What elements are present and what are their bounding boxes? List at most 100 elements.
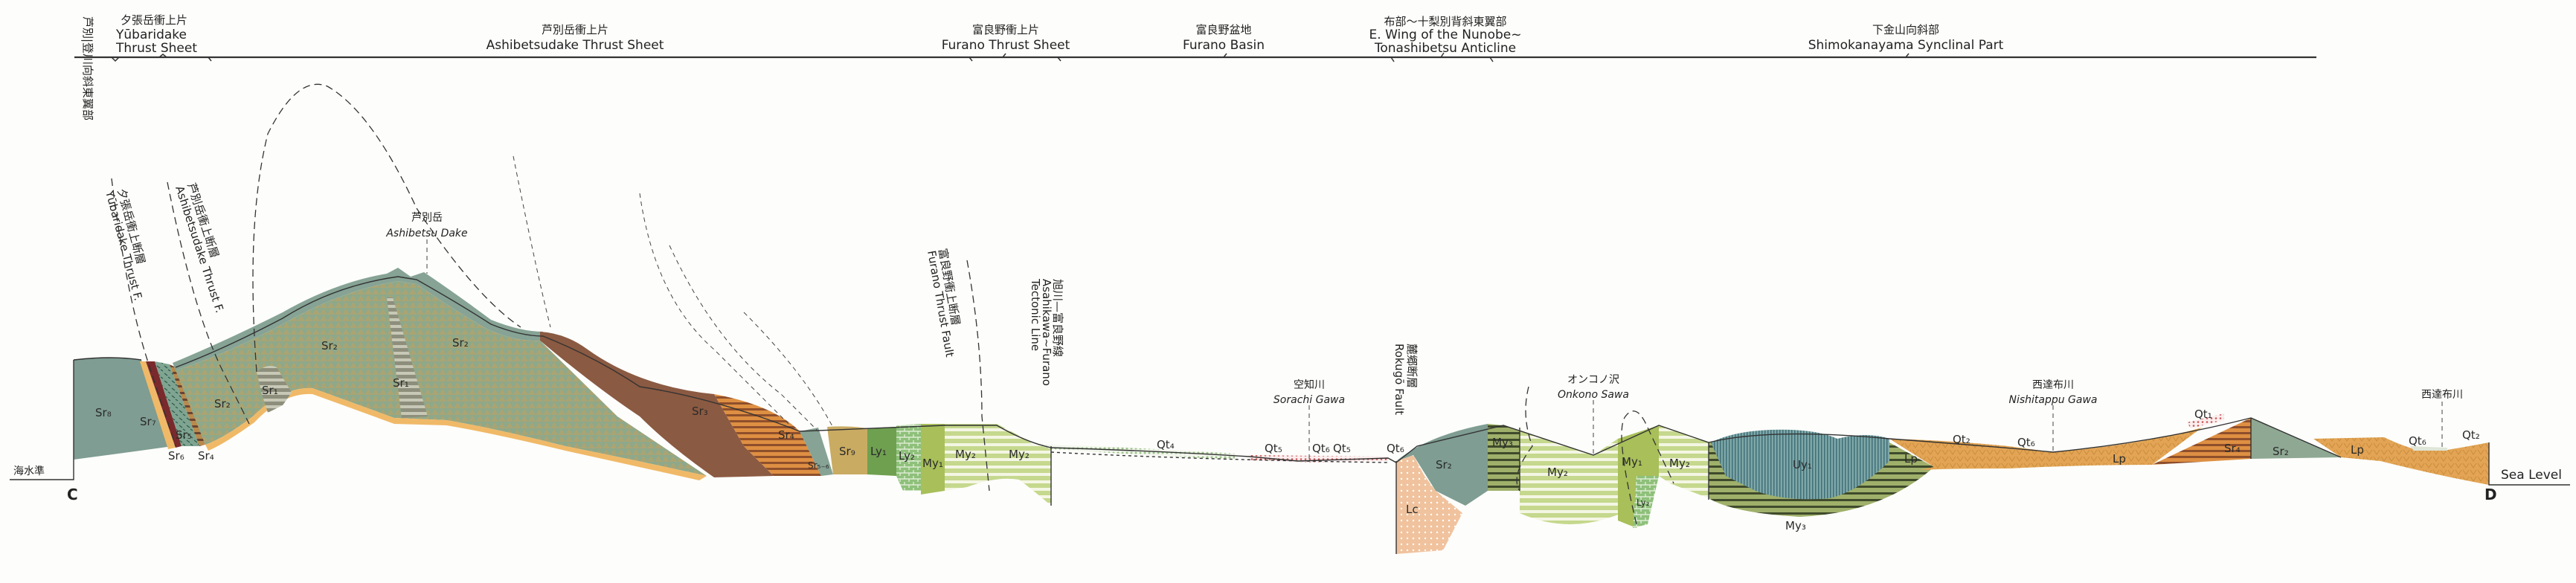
- unit-label: Lp: [2113, 452, 2126, 466]
- unit-label: Qt₄: [1157, 438, 1175, 451]
- unit-sr1-dyke: [387, 297, 428, 418]
- ashibetsu-dake-label-en: Ashibetsu Dake: [385, 228, 467, 239]
- unit-label: Qt₂: [1953, 433, 1970, 446]
- unit-label: My₁: [922, 457, 943, 470]
- unit-sr3: [540, 332, 774, 477]
- unit-label: My₂: [955, 448, 976, 461]
- unit-my3-west: [1488, 424, 1520, 491]
- unit-label: Ly₂: [1637, 497, 1650, 508]
- fold-trace-3: [669, 245, 819, 432]
- unit-label: Lp: [1904, 452, 1918, 466]
- unit-qt6-east: [2410, 446, 2447, 451]
- unit-label: Qt₅: [1265, 442, 1282, 455]
- unit-label: Qt₆: [1387, 442, 1404, 455]
- unit-label: Ly₂: [899, 449, 915, 463]
- asahikawa-furano-label-en2: Tectonic Line: [1029, 278, 1042, 351]
- unit-label: Sr₂: [452, 336, 469, 350]
- unit-sr4: [714, 394, 821, 476]
- unit-label: Uy₁: [1793, 458, 1812, 471]
- unit-label: Sr₂: [1436, 458, 1452, 471]
- sea-level-label-jp: 海水準: [13, 466, 45, 477]
- place-labels: 芦別岳 Ashibetsu Dake 空知川 Sorachi Gawa オンコノ…: [385, 212, 2463, 406]
- sorachi-gawa-label-jp: 空知川: [1294, 379, 1325, 391]
- section-start-label: C: [67, 486, 78, 503]
- unit-label: Qt₆: [1312, 442, 1330, 455]
- nishitappu-gawa-2-label-jp: 西達布川: [2421, 389, 2463, 401]
- header-furano-basin-jp: 富良野盆地: [1195, 23, 1251, 36]
- unit-my2: [945, 424, 1051, 506]
- unit-sr1-small: [257, 366, 292, 413]
- unit-ly1: [867, 427, 896, 476]
- unit-lp-east: [2313, 437, 2489, 485]
- unit-qt1: [2187, 413, 2224, 428]
- unit-label: Sr₈: [95, 406, 112, 419]
- header-furano-thrust-jp: 富良野衝上片: [972, 23, 1039, 36]
- header-yubaridake-en1: Yūbaridake: [115, 28, 187, 42]
- unit-label: Lp: [2351, 443, 2364, 457]
- unit-label: My₃: [1492, 436, 1513, 449]
- unit-sr4-thin: [170, 364, 205, 446]
- onkono-sawa-label-jp: オンコノ沢: [1567, 374, 1619, 386]
- nishitappu-gawa-label-jp: 西達布川: [2032, 379, 2074, 391]
- header-shimokanayama-en: Shimokanayama Synclinal Part: [1808, 38, 2004, 53]
- fold-trace-4: [743, 312, 834, 428]
- unit-label: Sr₁: [393, 376, 409, 390]
- sorachi-gawa-label-en: Sorachi Gawa: [1273, 394, 1345, 406]
- unit-label: Sr₄: [198, 449, 214, 463]
- unit-sr5-6: [800, 428, 833, 476]
- header-left-vertical-label: 芦別|登川向斜東翼部: [81, 16, 94, 120]
- header-divider-ticks: [111, 52, 1909, 62]
- geologic-units: [74, 268, 2489, 554]
- unit-label: Qt₆: [2017, 436, 2035, 449]
- ashibetsu-dake-label-jp: 芦別岳: [411, 212, 443, 224]
- unit-sr4-east: [2152, 418, 2251, 465]
- unit-label: Sr₂: [321, 339, 338, 352]
- header-nunobe-en1: E. Wing of the Nunobe~: [1369, 28, 1522, 42]
- header-nunobe-jp: 布部〜十梨別背斜東翼部: [1384, 15, 1506, 28]
- unit-labels: Sr₈ Sr₇ Sr₆ Sr₅ Sr₄ Sr₂ Sr₁ Sr₁ Sr₂ Sr₂ …: [95, 336, 2480, 532]
- section-end-label: D: [2485, 486, 2497, 503]
- rokugo-fault-label-en: Rokugō Fault: [1393, 344, 1406, 415]
- unit-label: Sr₂: [2273, 445, 2289, 458]
- onkono-sawa-label-en: Onkono Sawa: [1558, 389, 1629, 401]
- header-furano-thrust-en: Furano Thrust Sheet: [942, 38, 1070, 53]
- sea-level-line-left: [10, 360, 74, 480]
- header-shimokanayama-jp: 下金山向斜部: [1872, 23, 1939, 36]
- contacts-and-faults: [10, 83, 2570, 554]
- asahikawa-furano-label-jp: 旭川—富良野線: [1051, 279, 1064, 357]
- header-ashibetsudake-en: Ashibetsudake Thrust Sheet: [486, 38, 664, 53]
- unit-sr2: [176, 281, 707, 476]
- unit-label: My₁: [1622, 455, 1642, 468]
- unit-sr9: [827, 426, 867, 474]
- unit-label: My₂: [1669, 457, 1690, 470]
- rokugo-fault-label-jp: 麓郷断層: [1405, 344, 1419, 388]
- header-yubaridake-jp: 夕張岳衝上片: [121, 13, 187, 27]
- unit-sr2-east: [1396, 424, 1488, 506]
- unit-label: Sr₇: [140, 415, 156, 428]
- unit-label: Sr₂: [214, 397, 231, 410]
- unit-label: Sr₅₋₆: [808, 460, 829, 471]
- unit-my2-east: [1659, 425, 1709, 498]
- unit-label: Sr₄: [778, 428, 794, 442]
- unit-sr5: [155, 361, 199, 446]
- unit-my2-onkono: [1503, 425, 1622, 524]
- furano-thrust-fault-trace: [966, 260, 990, 492]
- unit-uy1: [1711, 429, 1889, 500]
- header-yubaridake-en2: Thrust Sheet: [115, 41, 197, 56]
- sea-level-label-en: Sea Level: [2501, 468, 2562, 483]
- unit-label: Qt₂: [2462, 428, 2480, 442]
- header-furano-basin-en: Furano Basin: [1183, 38, 1265, 53]
- unit-label: Qt₅: [1333, 442, 1351, 455]
- my2-east-boundary: [1050, 418, 2252, 506]
- ground-surface-line: [73, 276, 2342, 463]
- yubaridake-thrust-fault-trace: [111, 178, 176, 447]
- fold-trace-1: [513, 155, 551, 328]
- unit-label: Sr₁: [262, 384, 278, 397]
- unit-label: Sr₃: [692, 405, 708, 418]
- unit-label: Qt₆: [2409, 434, 2426, 448]
- fold-trace-onkono-1: [1516, 386, 1533, 492]
- unit-lp-west: [1889, 428, 2202, 470]
- unit-label: Ly₁: [870, 445, 887, 458]
- sea-level-line-right: [2488, 442, 2570, 486]
